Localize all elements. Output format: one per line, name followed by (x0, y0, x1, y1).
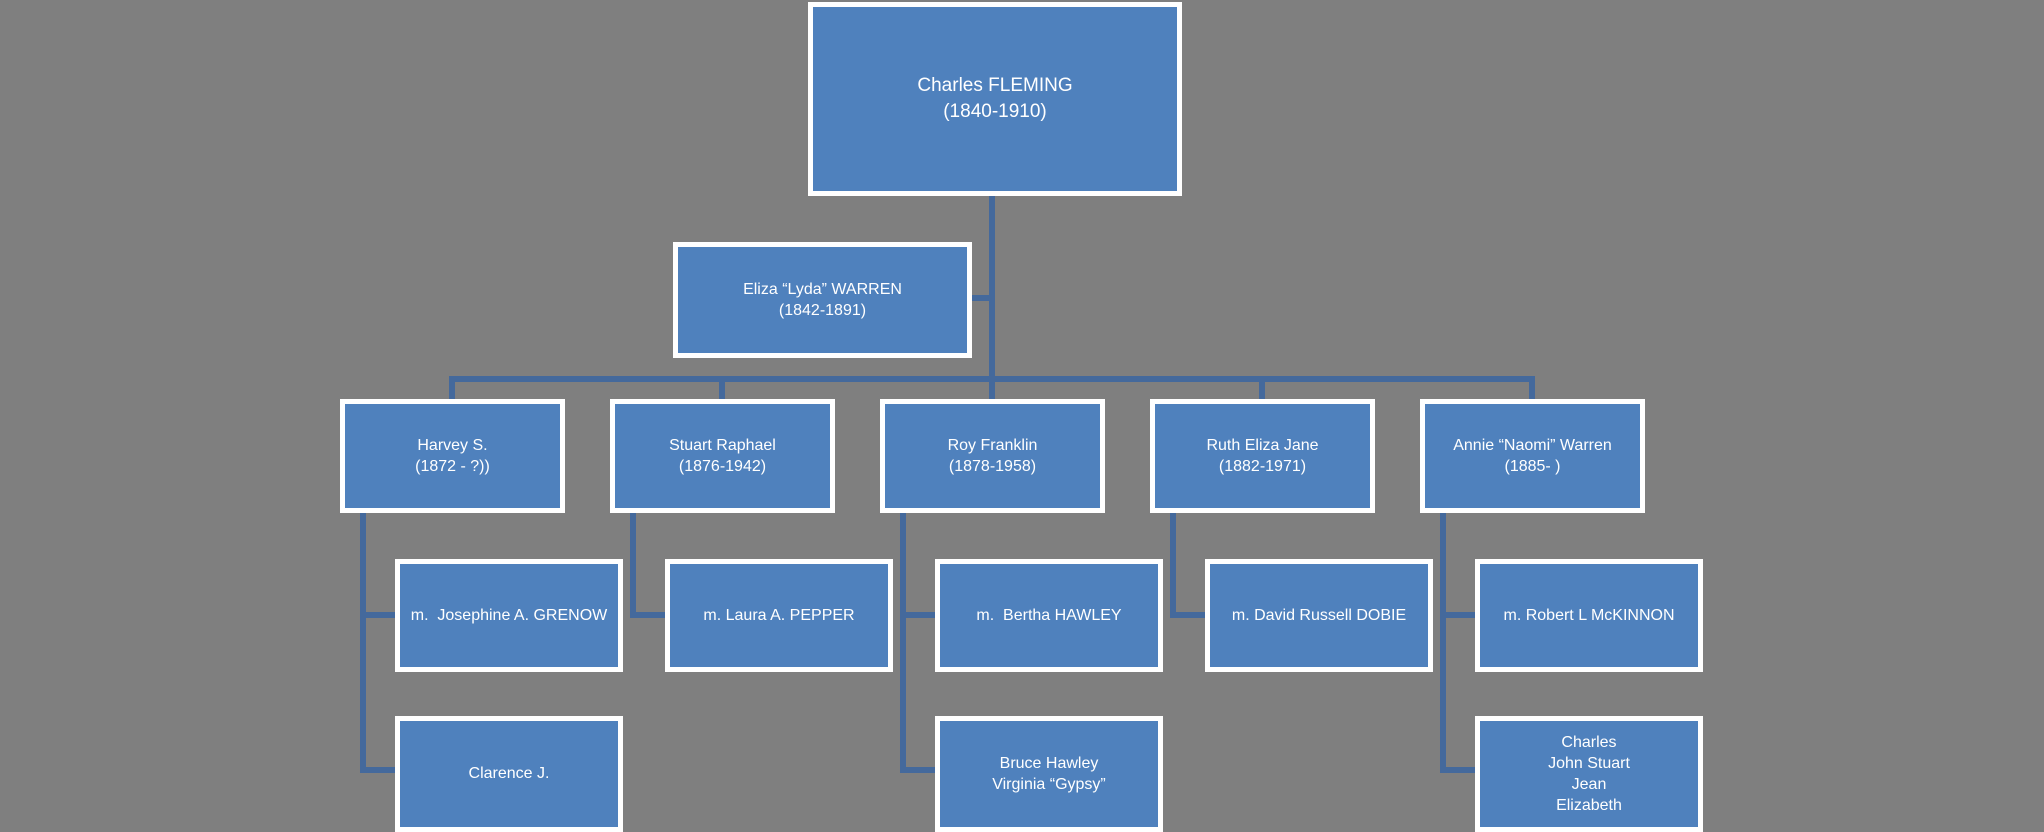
connector-descender-harvey (360, 513, 366, 773)
node-harvey: Harvey S. (1872 - ?)) (340, 399, 565, 513)
node-name: Annie “Naomi” Warren (1453, 436, 1612, 454)
node-bruce-virginia: Bruce Hawley Virginia “Gypsy” (935, 716, 1163, 832)
connector-elbow-bruce (900, 767, 935, 773)
node-name: Clarence J. (468, 765, 550, 783)
node-name: Virginia “Gypsy” (992, 776, 1106, 793)
node-name: Stuart Raphael (669, 436, 776, 454)
connector-elbow-laura (630, 612, 665, 618)
node-spouse-josephine-grenow: m. Josephine A. GRENOW (395, 559, 623, 672)
node-eliza-warren: Eliza “Lyda” WARREN (1842-1891) (673, 242, 972, 358)
node-name: Jean (1571, 776, 1607, 793)
node-name: John Stuart (1548, 754, 1630, 772)
node-spouse-bertha-hawley: m. Bertha HAWLEY (935, 559, 1163, 672)
node-name: Roy Franklin (947, 436, 1038, 454)
connector-children-horizontal (449, 376, 1535, 382)
connector-descender-ruth (1170, 513, 1176, 618)
node-spouse-laura-pepper: m. Laura A. PEPPER (665, 559, 893, 672)
node-name: Harvey S. (417, 436, 488, 454)
connector-descender-annie (1440, 513, 1446, 773)
node-name: Charles (1561, 733, 1617, 751)
connector-elbow-clarence (360, 767, 395, 773)
node-spouse-david-dobie: m. David Russell DOBIE (1205, 559, 1433, 672)
node-name: Eliza “Lyda” WARREN (743, 280, 902, 298)
connector-elbow-josephine (360, 612, 395, 618)
node-name: m. Laura A. PEPPER (703, 606, 855, 624)
connector-descender-stuart (630, 513, 636, 618)
connector-stub-ruth (1259, 382, 1265, 399)
connector-elbow-robert (1440, 612, 1475, 618)
node-name: m. Robert L McKINNON (1503, 606, 1675, 624)
node-name: m. David Russell DOBIE (1231, 606, 1407, 624)
connector-stub-annie (1529, 382, 1535, 399)
connector-root-spouse-stub (967, 295, 995, 301)
node-name: Bruce Hawley (999, 754, 1099, 772)
node-charles-fleming: Charles FLEMING (1840-1910) (808, 2, 1182, 196)
connector-stub-harvey (449, 382, 455, 399)
node-name: m. Bertha HAWLEY (976, 606, 1122, 624)
node-annie: Annie “Naomi” Warren (1885- ) (1420, 399, 1645, 513)
connector-descender-roy (900, 513, 906, 773)
node-dates: (1840-1910) (943, 101, 1047, 122)
node-charles-children: Charles John Stuart Jean Elizabeth (1475, 716, 1703, 832)
connector-elbow-david (1170, 612, 1205, 618)
connector-elbow-charles-children (1440, 767, 1475, 773)
node-clarence: Clarence J. (395, 716, 623, 832)
node-ruth: Ruth Eliza Jane (1882-1971) (1150, 399, 1375, 513)
node-name: Charles FLEMING (917, 75, 1073, 97)
connector-stub-stuart (719, 382, 725, 399)
node-dates: (1876-1942) (678, 458, 767, 475)
node-name: Elizabeth (1556, 797, 1622, 815)
node-dates: (1872 - ?)) (415, 458, 490, 475)
node-dates: (1842-1891) (778, 302, 867, 319)
node-dates: (1882-1971) (1218, 458, 1307, 475)
node-dates: (1885- ) (1504, 458, 1561, 475)
node-name: Ruth Eliza Jane (1206, 436, 1319, 454)
node-roy: Roy Franklin (1878-1958) (880, 399, 1105, 513)
node-dates: (1878-1958) (948, 458, 1037, 475)
connector-elbow-bertha (900, 612, 935, 618)
connector-stub-roy (989, 382, 995, 399)
node-name: m. Josephine A. GRENOW (410, 606, 608, 624)
node-stuart: Stuart Raphael (1876-1942) (610, 399, 835, 513)
node-spouse-robert-mckinnon: m. Robert L McKINNON (1475, 559, 1703, 672)
